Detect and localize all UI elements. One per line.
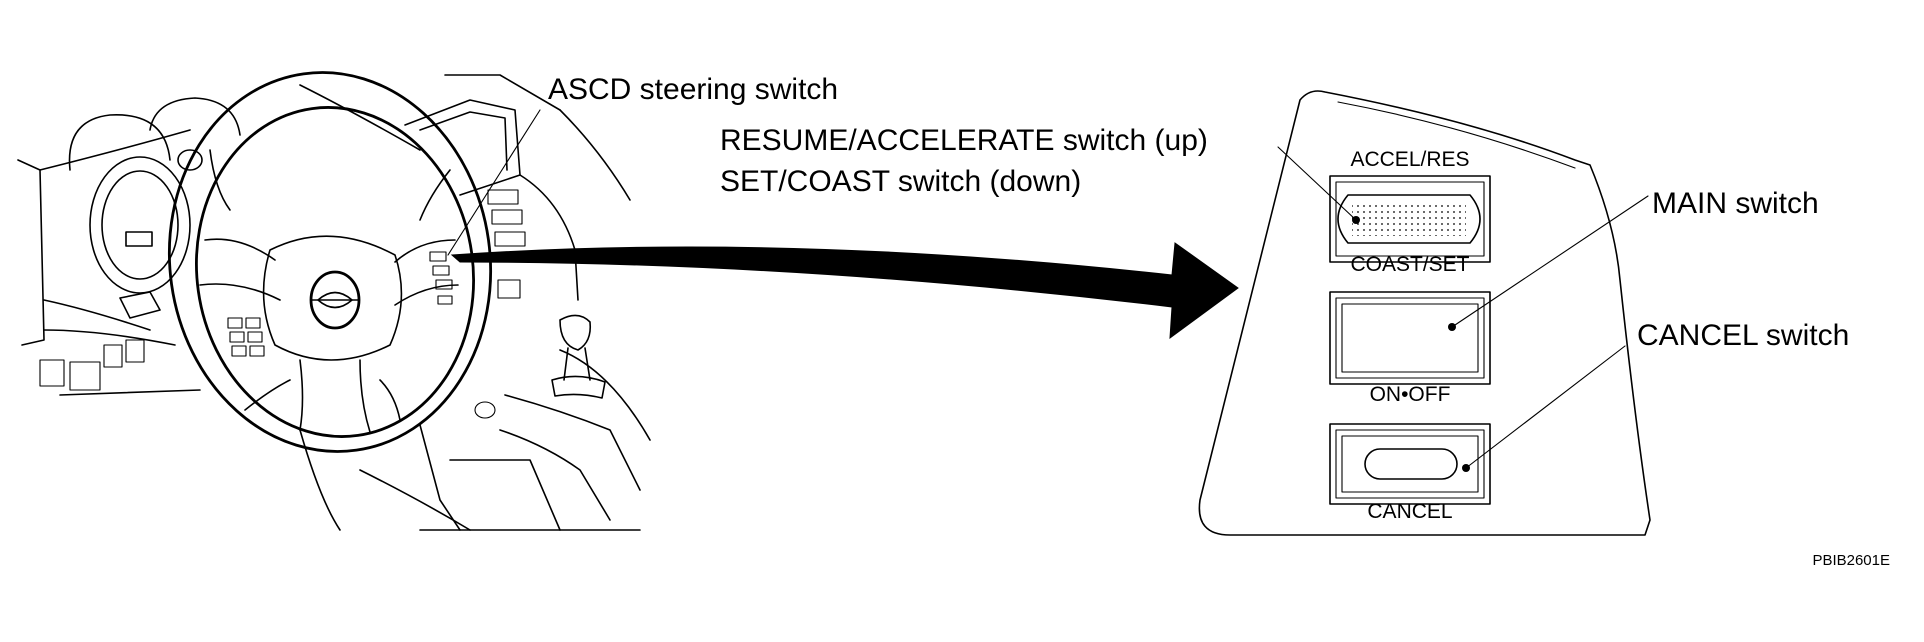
cancel-switch-label: CANCEL switch [1637, 319, 1849, 352]
resume-accelerate-label: RESUME/ACCELERATE switch (up) [720, 124, 1208, 157]
set-coast-label: SET/COAST switch (down) [720, 165, 1081, 198]
steering-wheel-illustration [17, 71, 651, 531]
pointer-arrow [450, 242, 1239, 340]
ascd-switch-panel [1198, 90, 1651, 536]
figure-code: PBIB2601E [1812, 552, 1890, 569]
ascd-leader-line [447, 109, 541, 256]
ascd-steering-switch-label: ASCD steering switch [548, 73, 838, 106]
resume-leader-line [1277, 146, 1357, 221]
main-leader-dot [1448, 323, 1456, 331]
main-switch-label: MAIN switch [1652, 187, 1819, 220]
cancel-leader-line [1465, 345, 1626, 469]
resume-leader-dot [1352, 216, 1360, 224]
on-off-panel-label: ON•OFF [1370, 383, 1451, 406]
cancel-leader-dot [1462, 464, 1470, 472]
main-switch[interactable] [1329, 291, 1491, 385]
cancel-switch[interactable] [1329, 423, 1491, 505]
accel-res-switch[interactable] [1329, 175, 1491, 263]
coast-set-panel-label: COAST/SET [1350, 253, 1469, 276]
accel-res-panel-label: ACCEL/RES [1350, 148, 1469, 171]
main-leader-line [1451, 195, 1649, 328]
cancel-panel-label: CANCEL [1367, 500, 1452, 523]
